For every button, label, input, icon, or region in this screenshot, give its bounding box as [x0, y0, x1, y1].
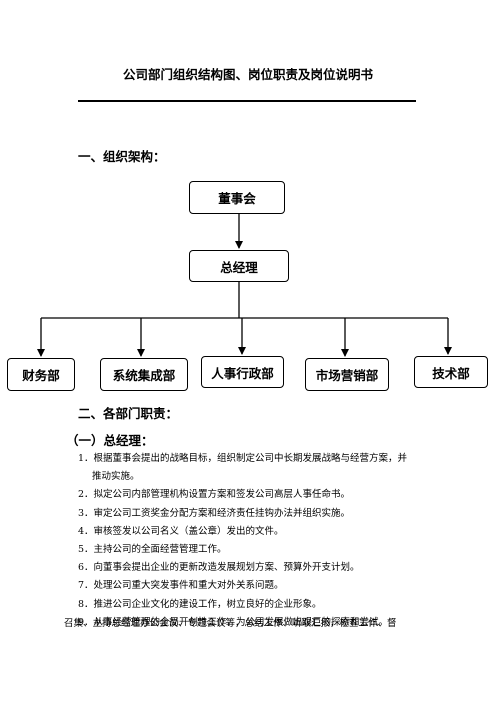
duty-trailing-text: 召集、主持总经理办公会议、专题会议等，总结工作、听取汇报，检查工作、督 — [64, 618, 397, 629]
duty-item: 2．拟定公司内部管理机构设置方案和签发公司高层人事任命书。 — [78, 489, 351, 501]
org-chart-connectors — [37, 214, 452, 357]
subsection-heading-gm: （一）总经理： — [66, 433, 154, 448]
duty-item: 3．审定公司工资奖金分配方案和经济责任挂钩办法并组织实施。 — [78, 507, 351, 519]
org-node-marketing: 市场营销部 — [305, 358, 389, 391]
duty-item: 9．从事经营管理的全局开创性工作，为公司发展做出艰巨的探索和尝试。 — [78, 616, 389, 628]
document-title: 公司部门组织结构图、岗位职责及岗位说明书 — [122, 67, 373, 82]
duty-item: 5．主持公司的全面经营管理工作。 — [78, 544, 227, 556]
duty-item: 8．推进公司企业文化的建设工作，树立良好的企业形象。 — [78, 598, 322, 610]
gm-duties-list: 1．根据董事会提出的战略目标，组织制定公司中长期发展战略与经营方案，并 推动实施… — [78, 450, 438, 632]
org-node-tech: 技术部 — [414, 356, 488, 388]
duty-item: 6．向董事会提出企业的更新改造发展规划方案、预算外开支计划。 — [78, 562, 360, 574]
title-underline — [78, 100, 416, 102]
section-heading-dept-duties: 二、各部门职责： — [78, 406, 179, 421]
duty-item: 4．审核签发以公司名义（盖公章）发出的文件。 — [78, 525, 284, 537]
org-node-finance: 财务部 — [7, 358, 75, 391]
org-node-gm: 总经理 — [189, 250, 289, 282]
duty-item: 7．处理公司重大突发事件和重大对外关系问题。 — [78, 580, 284, 592]
duty-item: 1．根据董事会提出的战略目标，组织制定公司中长期发展战略与经营方案，并 — [78, 453, 408, 464]
org-node-system-integration: 系统集成部 — [100, 358, 188, 391]
org-node-board: 董事会 — [189, 181, 285, 214]
duty-item-continuation: 推动实施。 — [92, 471, 140, 483]
org-node-hr-admin: 人事行政部 — [201, 356, 284, 388]
section-heading-org-structure: 一、组织架构： — [78, 149, 166, 164]
